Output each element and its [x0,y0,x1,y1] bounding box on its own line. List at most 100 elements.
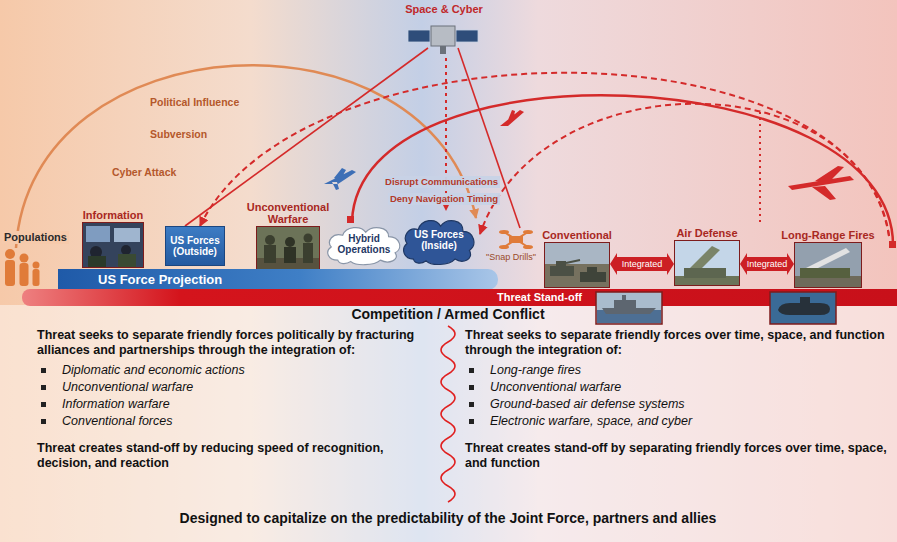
air-defense-photo [674,240,740,286]
node-label: US Force Projection [98,272,222,287]
photo-panel: Conventional [544,242,610,288]
edge-label: Integrated [747,259,788,270]
submarine [778,297,830,315]
satellite-icon [408,26,478,54]
body-text: Threat creates stand-off by reducing spe… [37,441,432,471]
standoff-band: Threat Stand-off [22,289,897,306]
node-label: US Forces (Inside) [411,229,467,251]
arc-end [889,241,896,248]
cloud-node: US Forces (Inside) [399,214,479,266]
footer-note: Designed to capitalize on the predictabi… [180,510,717,526]
integration-arrow [740,253,794,275]
arc-end [347,216,354,223]
body-text: Threat creates stand-off by separating f… [465,441,893,471]
bullet-marker [469,368,474,373]
rotor [523,245,533,249]
ground-lower [0,305,897,542]
screen [86,226,110,242]
force-box: US Forces (Outside) [165,226,225,266]
drone-arm [504,232,528,247]
submarine-photo [770,292,836,324]
node-label: US Forces (Outside) [170,235,220,257]
rotor [523,230,533,234]
tank [556,261,566,267]
space-label: Space & Cyber [405,3,483,16]
person [5,249,15,259]
figure [285,237,295,247]
bullet-text: Information warfare [62,397,432,412]
unconventional-photo [256,226,320,270]
bullet-marker [469,402,474,407]
person [33,269,40,286]
rotor [499,230,509,234]
photo-fill [794,242,862,288]
tank [566,260,580,263]
dotted-drop [759,112,761,222]
panel-heading: Unconventional Warfare [233,201,343,225]
panel-heading: Conventional [521,229,633,241]
photo-panel: Long-Range Fires [794,242,862,288]
launcher [800,268,850,278]
photo-fill [544,242,610,288]
photo-fill [256,226,320,270]
person [20,263,29,286]
bullet-marker [41,385,46,390]
node-label: Threat Stand-off [497,291,582,304]
satellite-body [431,26,455,46]
photo-fill [82,222,144,268]
bullet-marker [41,402,46,407]
bullet-marker [41,419,46,424]
aircraft-icon [500,110,524,126]
tank [587,267,597,273]
arc-label: Subversion [150,128,207,141]
drone-body [509,236,523,243]
drone-icon [499,230,533,249]
water [597,310,661,323]
rotor [499,245,509,249]
bullet-text: Unconventional warfare [62,380,432,395]
integration-arrow [610,253,674,275]
person [5,260,15,286]
photo-fill [674,240,740,286]
launcher [684,268,726,278]
bullet-marker [41,368,46,373]
panel-heading: Long-Range Fires [771,229,885,241]
projection-band: US Force Projection [58,269,498,290]
photo-fill [596,292,662,324]
satellite-antenna [440,46,446,54]
figure [264,245,276,263]
edge-label: Integrated [622,259,663,270]
cloud-node: Hybrid Operations [323,222,405,266]
information-photo [82,222,144,268]
drone-arm [504,232,528,247]
ground-strip [544,264,610,288]
bomber-icon [788,166,854,200]
figure [265,235,275,245]
figure [303,243,313,263]
screen [114,228,140,242]
figure [304,234,313,243]
effect-label: Deny Navigation Timing [388,193,500,205]
fires-arc [480,104,889,236]
fires-arc [200,73,889,236]
population-label: Populations [2,231,69,244]
aircraft-icon [324,168,356,190]
population-icon [5,249,40,286]
bullet-text: Unconventional warfare [490,380,893,395]
figure [88,256,106,268]
body-text: Threat seeks to separate friendly forces… [465,328,893,358]
drill-label: "Snap Drills" [486,252,536,263]
bullet-marker [469,385,474,390]
figure [118,254,136,268]
panel-heading: Information [59,209,167,221]
bullet-marker [469,419,474,424]
effect-label: Disrupt Communications [383,176,500,188]
cloud-outline [404,221,474,265]
launcher [690,246,720,270]
photo-panel: Unconventional Warfare [256,226,320,270]
ship-photo [596,292,662,324]
ship-hull [602,295,656,314]
panel-heading: Air Defense [651,227,763,239]
photo-fill [770,292,836,324]
